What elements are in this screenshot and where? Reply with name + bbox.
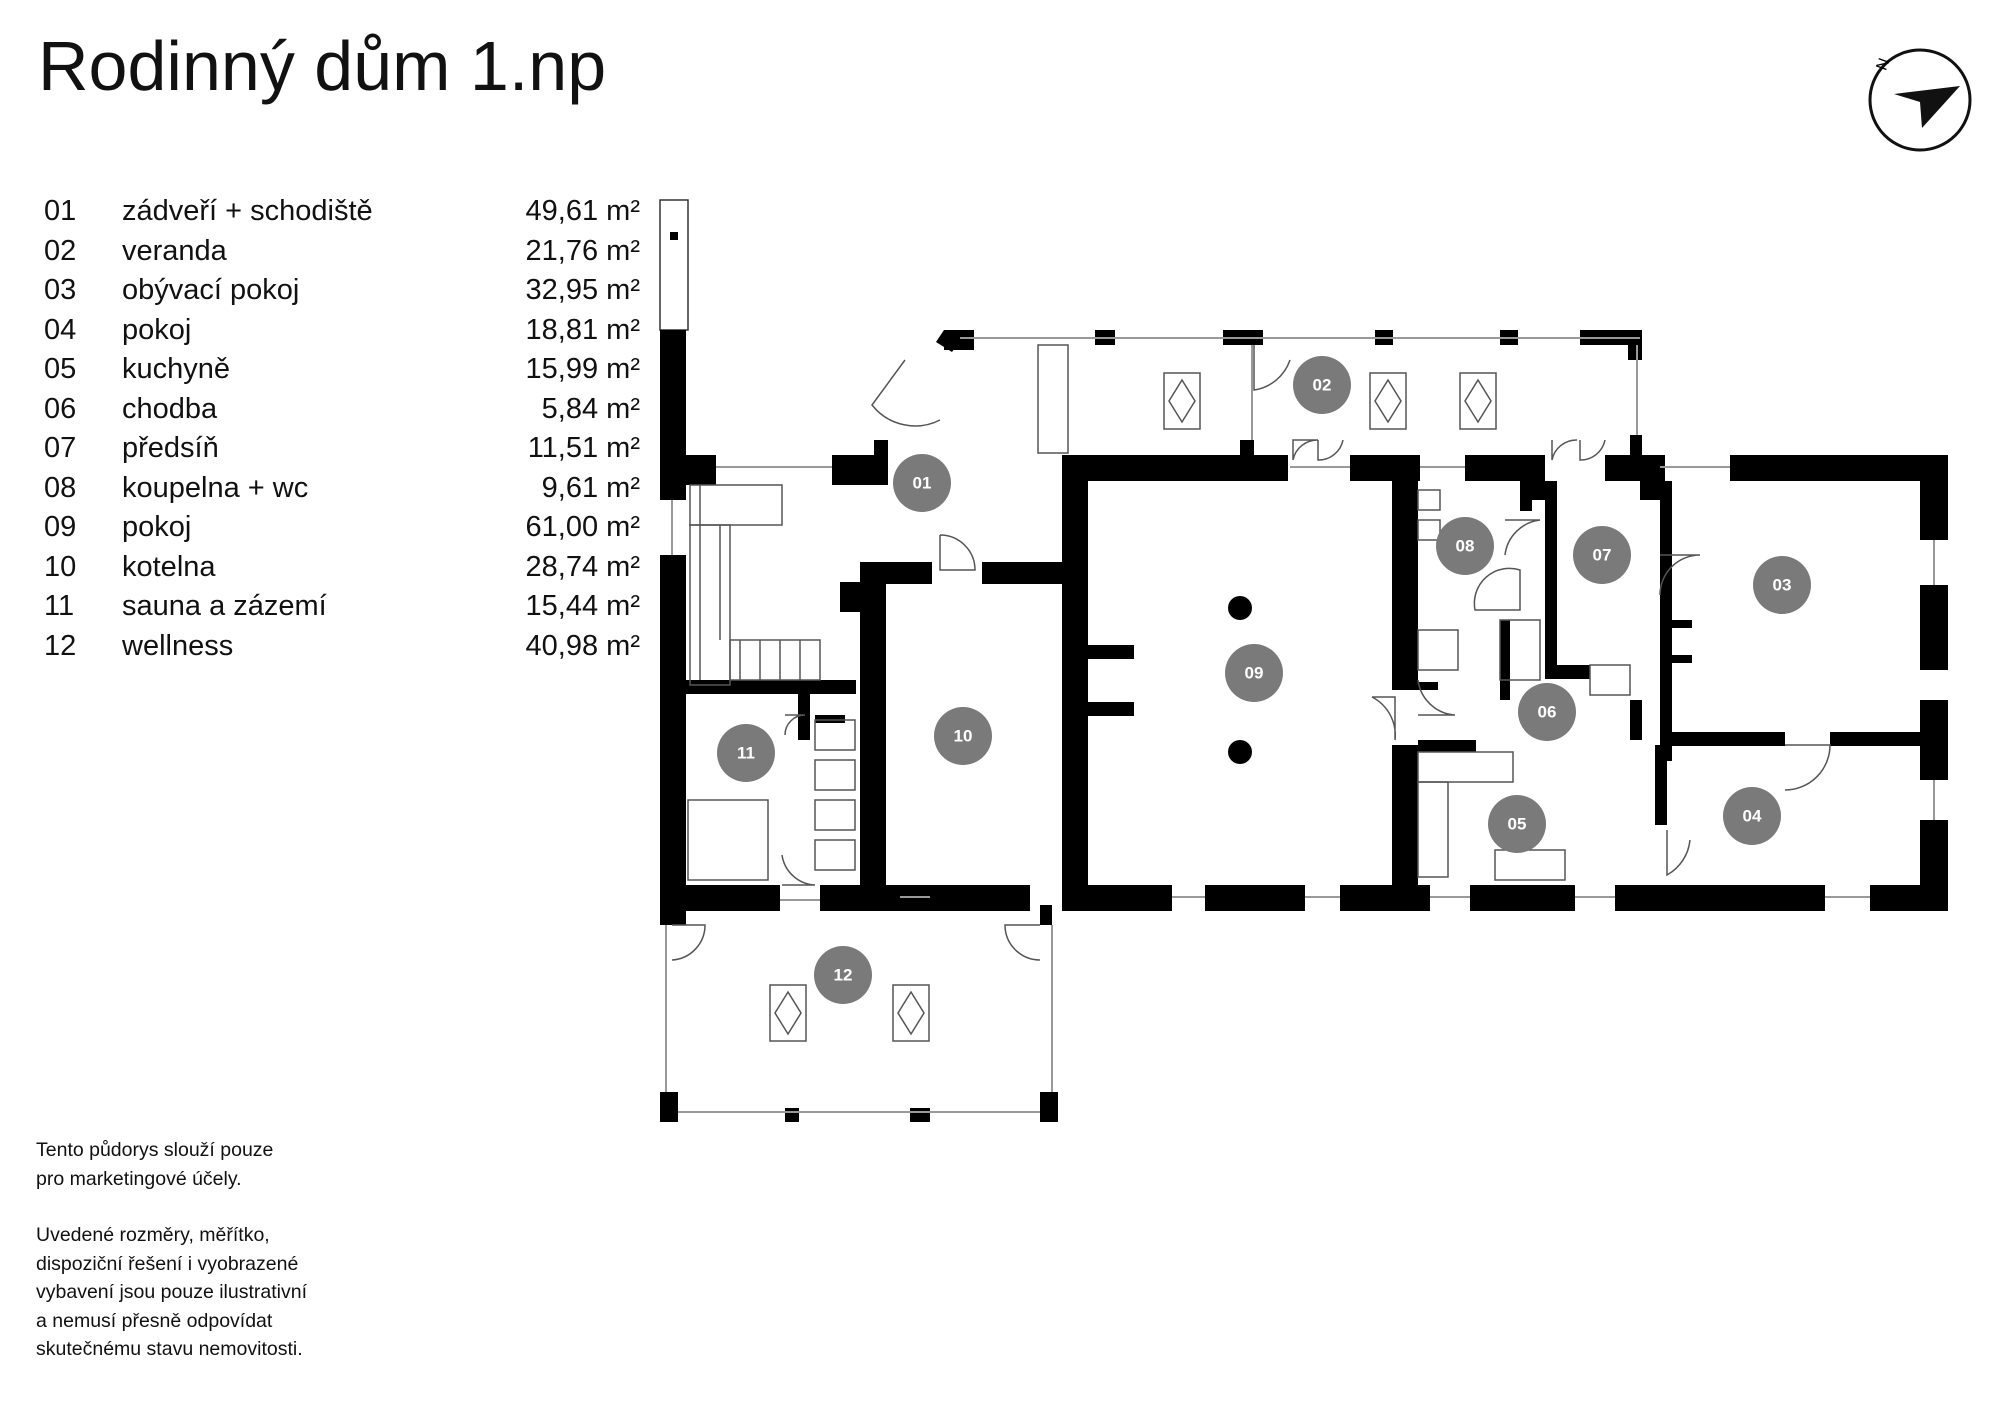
room-marker-05: 05 xyxy=(1488,795,1546,853)
room-marker-label: 04 xyxy=(1743,807,1762,826)
room-number: 08 xyxy=(44,471,77,504)
room-marker-10: 10 xyxy=(934,707,992,765)
room-name: kuchyně xyxy=(122,353,231,385)
legend-row: 01 zádveří + schodiště 49,61 m² xyxy=(40,192,640,232)
room-number: 06 xyxy=(44,392,77,425)
room-name: chodba xyxy=(122,392,218,425)
room-number: 04 xyxy=(44,313,77,346)
room-name: obývací pokoj xyxy=(122,274,300,306)
room-marker-07: 07 xyxy=(1573,526,1631,584)
room-marker-03: 03 xyxy=(1753,556,1811,614)
room-marker-06: 06 xyxy=(1518,683,1576,741)
room-marker-label: 05 xyxy=(1508,815,1527,834)
legend-row: 11 sauna a zázemí 15,44 m² xyxy=(40,587,640,627)
column xyxy=(1228,596,1252,620)
room-area: 5,84 m² xyxy=(541,392,640,425)
room-area: 61,00 m² xyxy=(525,511,640,543)
room-number: 12 xyxy=(44,629,77,662)
legend-row: 08 koupelna + wc 9,61 m² xyxy=(40,469,640,509)
room-legend: 01 zádveří + schodiště 49,61 m² 02 veranda 2… xyxy=(40,192,640,666)
room-marker-label: 08 xyxy=(1456,537,1475,556)
room-marker-11: 11 xyxy=(717,724,775,782)
room-name: pokoj xyxy=(122,313,192,346)
room-name: kotelna xyxy=(122,550,216,583)
room-area: 9,61 m² xyxy=(541,471,640,504)
room-area: 15,99 m² xyxy=(525,353,640,385)
room-area: 32,95 m² xyxy=(525,274,640,306)
room-marker-label: 02 xyxy=(1313,376,1332,395)
windows-and-partitions xyxy=(665,337,1935,1113)
legend-row: 12 wellness 40,98 m² xyxy=(40,627,640,667)
room-number: 10 xyxy=(44,550,77,583)
room-number: 01 xyxy=(44,195,77,227)
north-arrow-icon: N xyxy=(1868,48,1972,152)
room-marker-label: 01 xyxy=(913,474,932,493)
room-marker-label: 12 xyxy=(834,966,853,985)
walls xyxy=(660,330,1948,1122)
room-number: 11 xyxy=(44,590,75,622)
legend-row: 10 kotelna 28,74 m² xyxy=(40,548,640,588)
room-marker-label: 06 xyxy=(1538,703,1557,722)
room-name: sauna a zázemí xyxy=(122,590,327,622)
disclaimer-line: vybavení jsou pouze ilustrativní xyxy=(36,1281,307,1303)
column xyxy=(1228,740,1252,764)
disclaimer-line: Uvedené rozměry, měřítko, xyxy=(36,1224,270,1246)
room-number: 05 xyxy=(44,353,77,385)
room-area: 28,74 m² xyxy=(525,550,640,583)
room-number: 03 xyxy=(44,274,77,306)
room-area: 40,98 m² xyxy=(525,629,640,662)
legend-row: 06 chodba 5,84 m² xyxy=(40,390,640,430)
room-marker-04: 04 xyxy=(1723,787,1781,845)
room-area: 49,61 m² xyxy=(525,195,640,227)
room-number: 07 xyxy=(44,432,77,464)
legend-row: 05 kuchyně 15,99 m² xyxy=(40,350,640,390)
room-name: veranda xyxy=(122,234,227,267)
chimney-detail xyxy=(670,232,678,240)
room-marker-label: 10 xyxy=(954,727,973,746)
room-marker-02: 02 xyxy=(1293,356,1351,414)
room-marker-label: 11 xyxy=(737,744,755,763)
disclaimer-line: pro marketingové účely. xyxy=(36,1167,242,1190)
room-marker-label: 09 xyxy=(1245,664,1264,683)
room-number: 09 xyxy=(44,511,77,543)
legend-row: 09 pokoj 61,00 m² xyxy=(40,508,640,548)
disclaimer: Tento půdorys slouží pouze pro marketingo… xyxy=(36,1136,376,1392)
room-number: 02 xyxy=(44,234,77,267)
disclaimer-paragraph: Tento půdorys slouží pouze pro marketingo… xyxy=(36,1136,376,1193)
disclaimer-line: dispoziční řešení i vyobrazené xyxy=(36,1252,299,1275)
room-marker-01: 01 xyxy=(893,454,951,512)
room-name: wellness xyxy=(122,629,234,662)
room-name: předsíň xyxy=(122,432,219,464)
disclaimer-paragraph: Uvedené rozměry, měřítko, dispoziční řeše… xyxy=(36,1221,376,1364)
disclaimer-line: skutečnému stavu nemovitosti. xyxy=(36,1338,303,1360)
room-area: 15,44 m² xyxy=(525,590,640,622)
room-name: koupelna + wc xyxy=(122,471,309,504)
legend-row: 03 obývací pokoj 32,95 m² xyxy=(40,271,640,311)
disclaimer-line: a nemusí přesně odpovídat xyxy=(36,1309,273,1332)
disclaimer-line: Tento půdorys slouží pouze xyxy=(36,1139,274,1161)
legend-row: 04 pokoj 18,81 m² xyxy=(40,311,640,351)
room-marker-12: 12 xyxy=(814,946,872,1004)
chimney xyxy=(659,199,689,331)
room-name: zádveří + schodiště xyxy=(122,195,373,227)
legend-row: 07 předsíň 11,51 m² xyxy=(40,429,640,469)
room-name: pokoj xyxy=(122,511,192,543)
room-marker-label: 07 xyxy=(1593,546,1612,565)
room-marker-09: 09 xyxy=(1225,644,1283,702)
room-area: 21,76 m² xyxy=(525,234,640,267)
room-area: 11,51 m² xyxy=(527,432,640,464)
room-marker-08: 08 xyxy=(1436,517,1494,575)
compass-label: N xyxy=(1874,56,1894,73)
page-title: Rodinný dům 1.np xyxy=(38,27,607,105)
room-area: 18,81 m² xyxy=(525,313,640,346)
legend-row: 02 veranda 21,76 m² xyxy=(40,232,640,272)
doors xyxy=(671,345,1831,961)
room-marker-label: 03 xyxy=(1773,576,1792,595)
